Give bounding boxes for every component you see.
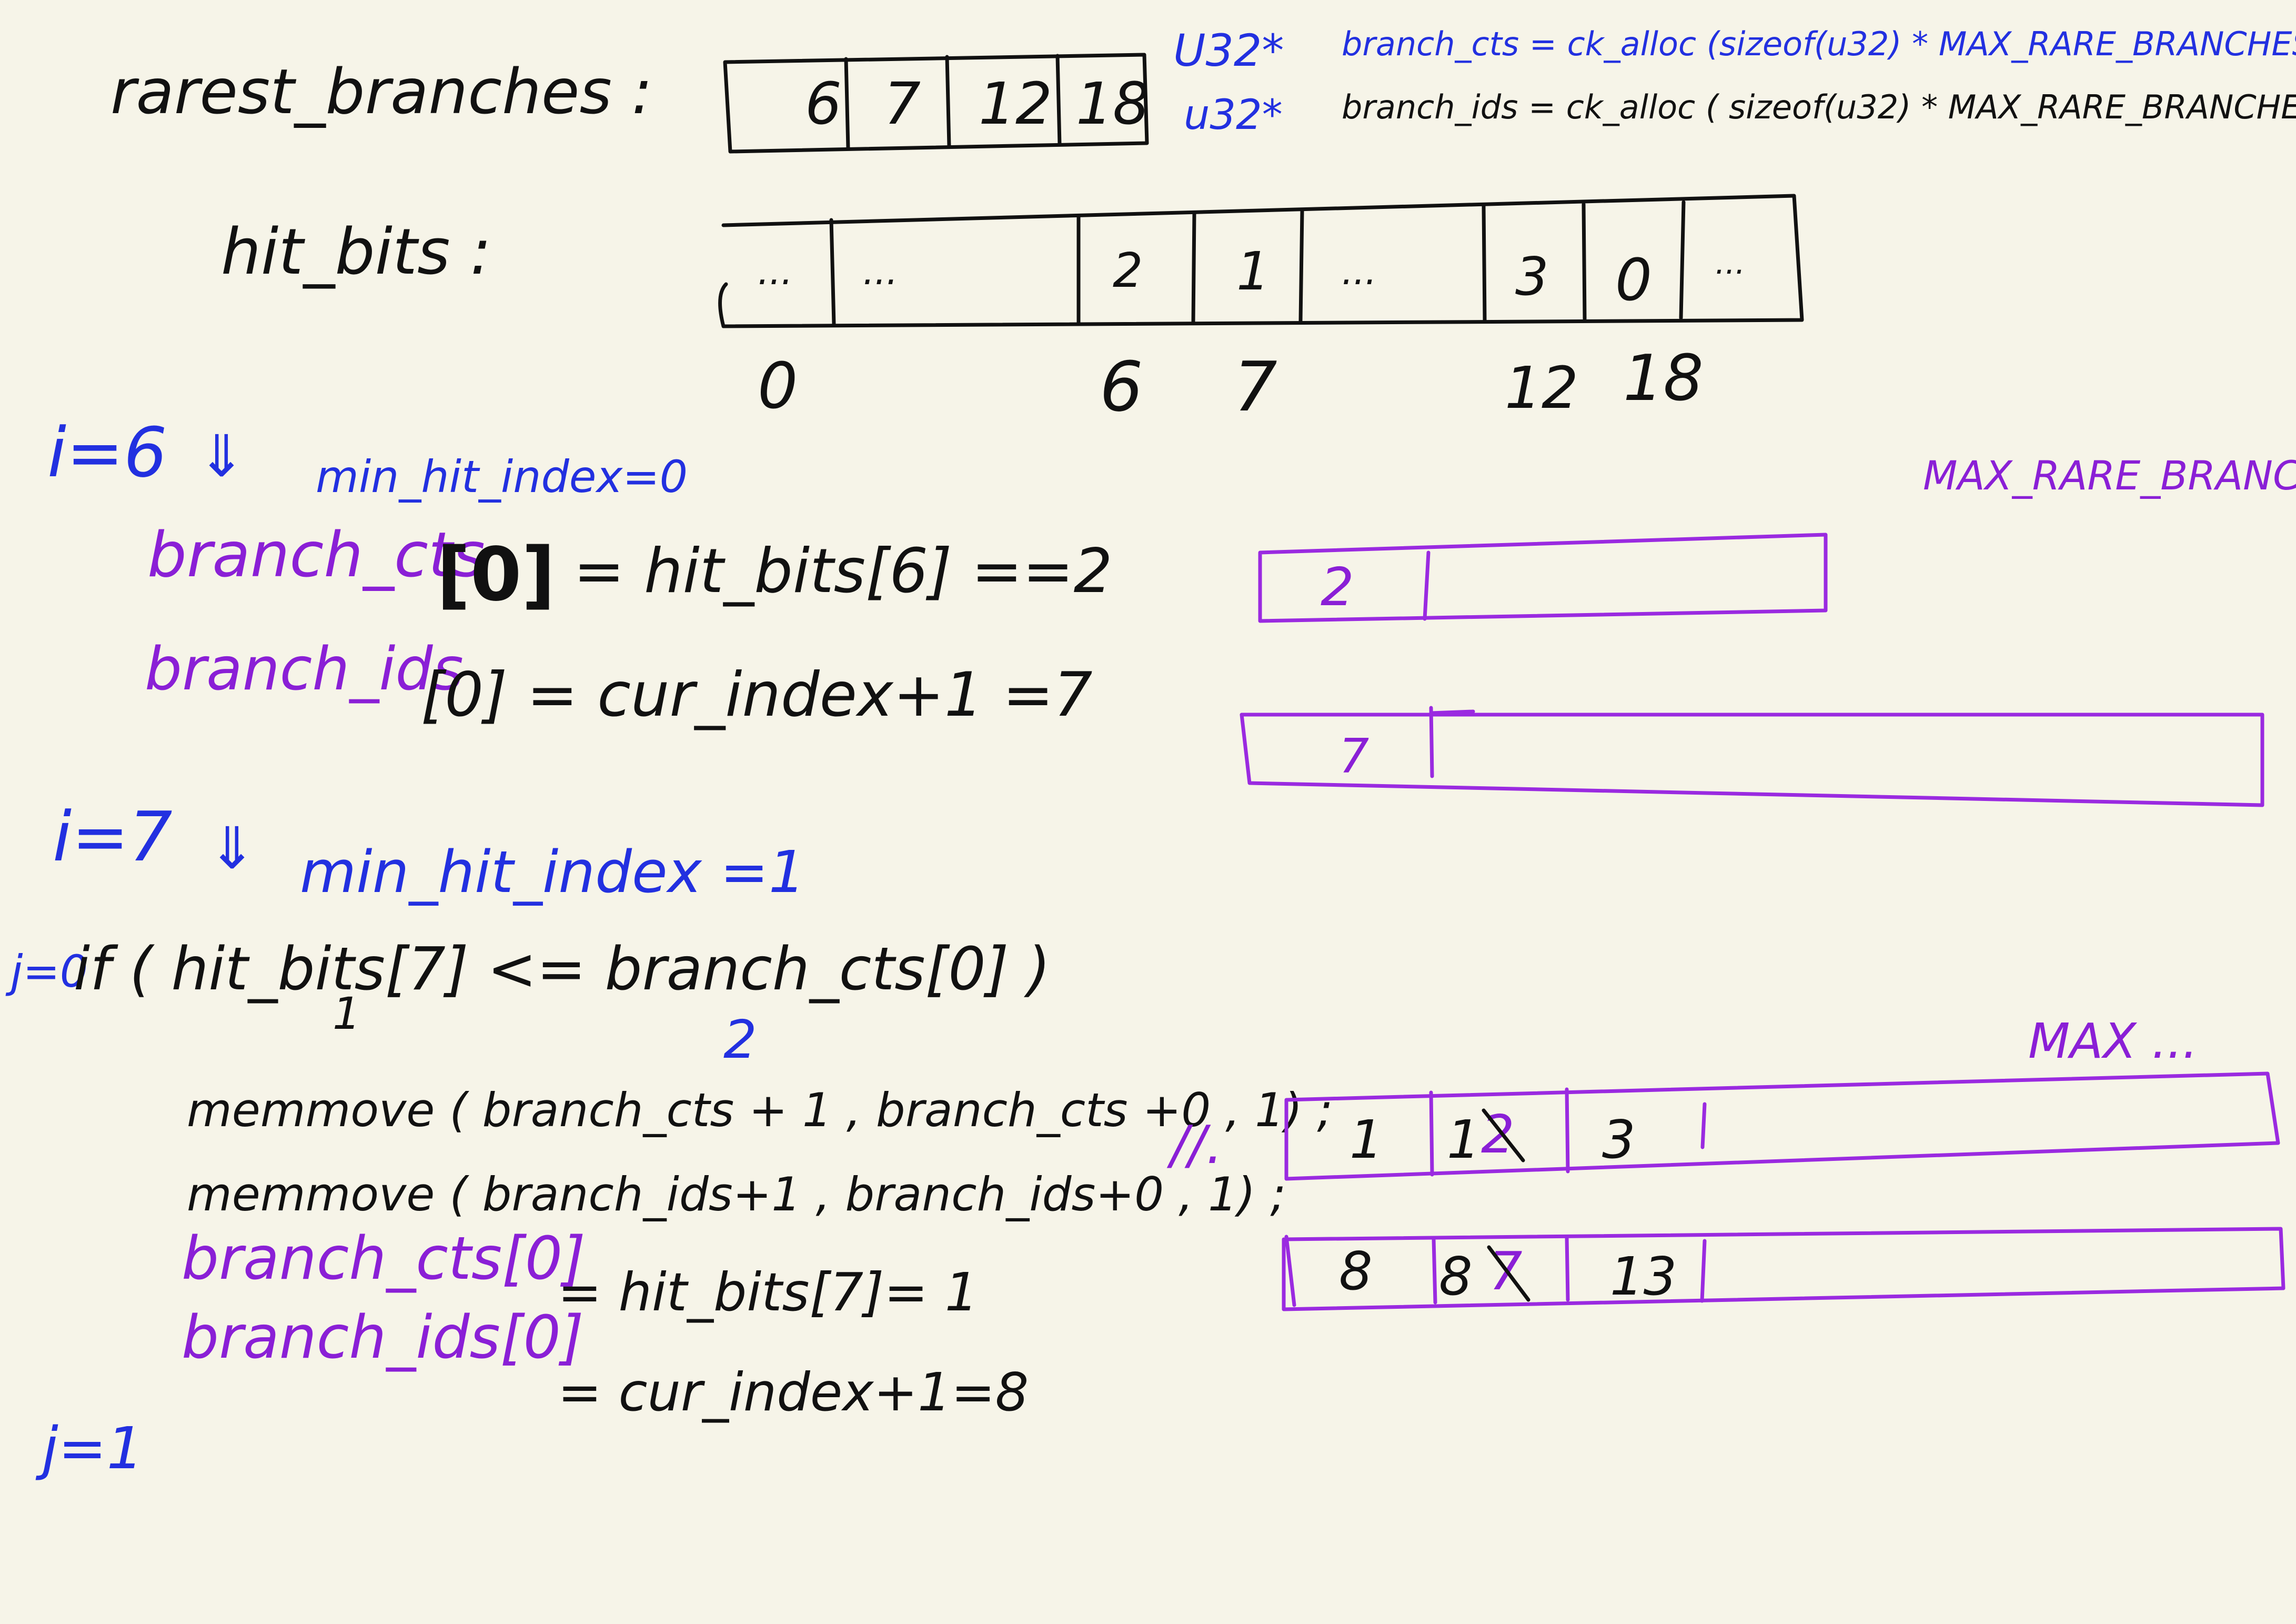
step2-memmove2: memmove ( branch_ids+1 , branch_ids+0 , … [187,1167,1286,1221]
step2-arrow: ⇓ [208,815,256,882]
step2-branch-cts-array: 1 1 2 3 [1284,1071,2280,1181]
hit-cell: 0 [1615,246,1652,314]
crossed-out-cell: 7 [1487,1240,1530,1302]
index-label: 12 [1505,354,1578,422]
step2-ids-assign-name: branch_ids[0] [182,1304,584,1372]
alloc-line1-type: U32* [1173,25,1284,76]
step1-min-hit: min_hit_index=0 [316,451,688,503]
step1-branch-ids-array: 7 [1240,706,2264,807]
step2-cts-assign-name: branch_cts[0] [182,1225,586,1293]
array-cell: 7 [1339,729,1369,784]
hit-cell: ... [758,250,793,293]
rarest-cell: 18 [1076,70,1150,137]
step2-cts-assign-rhs: = hit_bits[7]= 1 [558,1261,978,1323]
step1-cts-name: branch_cts [147,518,485,591]
step1-branch-cts-array: 2 [1258,533,1828,623]
index-label: 18 [1623,342,1704,415]
step2-if-line: if ( hit_bits[7] <= branch_cts[0] ) [74,935,1051,1004]
array-cell: 8 [1439,1246,1473,1307]
step1-ids-name: branch_ids [145,635,464,704]
hit-bits-indices: 0 6 7 12 18 [758,342,1704,427]
alloc-line1-code: branch_cts = ck_alloc (sizeof(u32) * MAX… [1342,25,2296,63]
step2-memmove1: memmove ( branch_cts + 1 , branch_cts +0… [187,1083,1333,1137]
crossed-out-cell: 2 [1481,1104,1525,1165]
rarest-branches-array: 6 7 12 18 [723,53,1150,154]
alloc-line2-code: branch_ids = ck_alloc ( sizeof(u32) * MA… [1342,88,2296,126]
hit-bits-array: ... ... 2 1 ... 3 0 ... [718,194,1804,328]
array-cell: 3 [1602,1109,1636,1170]
hit-cell: 1 [1236,240,1270,302]
hit-cell: 2 [1113,243,1143,298]
rarest-cell: 6 [805,70,842,137]
hit-bits-label: hit_bits : [221,216,491,289]
step1-i-label: i=6 [47,413,167,493]
step1-cts-index: [0] [437,532,555,618]
array-cell: 1 [1350,1109,1383,1170]
step2-branch-ids-array: 8 8 7 13 [1282,1227,2285,1311]
step2-j0-label: j=0 [5,946,88,997]
array-cell: 13 [1610,1246,1677,1307]
step1-ids-rhs: [0] = cur_index+1 =7 [421,659,1093,730]
step2-i-label: i=7 [53,797,173,877]
alloc-line2-type: u32* [1184,92,1283,139]
rarest-cell: 12 [979,70,1052,137]
array-cell: 1 [1447,1109,1481,1170]
index-label: 6 [1100,347,1143,427]
hit-cell: ... [1715,245,1745,282]
hit-cell: 3 [1515,246,1549,307]
step2-max-label: MAX ... [2028,1013,2198,1069]
step2-ids-assign-rhs: = cur_index+1=8 [558,1361,1029,1423]
hit-cell: ... [1342,250,1377,293]
array-cell: 2 [1321,556,1354,618]
step2-side-mark: //. [1166,1114,1223,1176]
index-label: 7 [1234,347,1277,427]
rarest-branches-label: rarest_branches : [110,55,652,128]
step1-cts-rhs: = hit_bits[6] ==2 [573,536,1112,607]
rarest-cell: 7 [884,70,921,137]
step2-under-cts: 2 [723,1009,757,1070]
array-cell: 8 [1339,1240,1373,1302]
index-label: 0 [758,350,798,423]
step1-max-label: MAX_RARE_BRANCHES [1923,452,2296,499]
step2-under-hit: 1 [333,988,360,1039]
step2-j1-label: j=1 [35,1415,144,1482]
hit-cell: ... [863,250,898,293]
step2-min-hit: min_hit_index =1 [300,838,805,906]
step1-arrow: ⇓ [197,423,246,490]
